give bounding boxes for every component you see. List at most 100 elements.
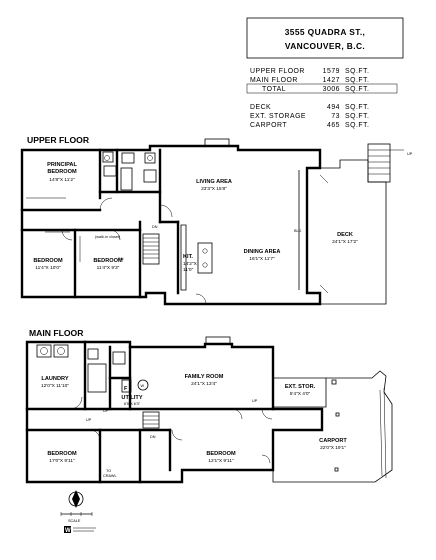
- upper-stairs: [142, 233, 160, 265]
- post: [335, 412, 340, 417]
- address-box: [246, 17, 404, 59]
- door-swing: [171, 429, 183, 441]
- walk-in-closet-mark: (walk-in closet): [95, 235, 121, 239]
- area-label-ext-storage: EXT. STORAGE: [250, 113, 306, 120]
- door-swing: [69, 396, 83, 410]
- to-crawl-mark: TO: [106, 469, 111, 473]
- door-swing: [195, 293, 207, 305]
- room-dims: 11'4"X 9'3": [97, 265, 120, 271]
- area-unit-upper: SQ.FT.: [345, 68, 369, 75]
- water-heater: [137, 379, 149, 391]
- sink: [103, 165, 117, 177]
- door-swing: [99, 197, 113, 211]
- main-chimney: [205, 336, 231, 345]
- room-dims: 24'1"X 13'4": [191, 381, 217, 387]
- address-block: 3555 QUADRA ST., VANCOUVER, B.C.: [246, 17, 404, 59]
- toilet-bowl: [104, 155, 110, 161]
- address-line-1: 3555 QUADRA ST.,: [285, 27, 366, 37]
- room-name: LIVING AREA: [196, 179, 232, 185]
- up-mark: UP: [103, 409, 109, 413]
- room-dims: 12'0"X 11'10": [41, 383, 69, 389]
- room-name: DINING AREA: [244, 249, 281, 255]
- area-value-carport: 465: [327, 122, 340, 129]
- area-unit-main: SQ.FT.: [345, 77, 369, 84]
- door-swing: [61, 229, 73, 241]
- washer-drum: [40, 347, 48, 355]
- room-dims: 14'2"X: [183, 261, 198, 267]
- area-value-total: 3006: [323, 86, 340, 93]
- bathtub: [120, 167, 133, 191]
- deck-stairs: [367, 143, 404, 183]
- area-label-deck: DECK: [250, 104, 271, 111]
- up-mark: UP: [252, 399, 258, 403]
- area-label-total: TOTAL: [262, 86, 286, 93]
- room-name: LAUNDRY: [41, 376, 68, 382]
- dryer: [53, 344, 69, 358]
- post: [334, 467, 339, 472]
- kitchen-counter: [180, 224, 187, 291]
- door-swing: [261, 408, 273, 420]
- area-value-deck: 494: [327, 104, 340, 111]
- room-dims: 5'4"X 4'0": [290, 391, 311, 397]
- ext-storage-outline: [273, 377, 327, 408]
- kitchen-island: [197, 242, 213, 274]
- room-dims: 17'0"X 9'11": [49, 458, 75, 464]
- upper-floor-plan: PRINCIPAL BEDROOM 14'8"X 11'2" LIVING AR…: [20, 138, 413, 306]
- north-arrow-icon: [72, 490, 80, 508]
- room-dims: 11'0": [183, 267, 194, 273]
- room-dims: 22'0"X 19'1": [320, 445, 346, 451]
- shower: [87, 363, 107, 393]
- door-swing: [159, 204, 173, 218]
- room-name: BEDROOM: [206, 451, 236, 457]
- toilet: [87, 348, 99, 360]
- upper-chimney: [204, 138, 230, 147]
- area-unit-carport: SQ.FT.: [345, 122, 369, 129]
- area-label-carport: CARPORT: [250, 122, 287, 129]
- scale-compass: SCALE W: [60, 490, 96, 534]
- water-heater-mark: W: [141, 384, 145, 388]
- main-floor-plan: F W LAUNDRY 12'0"X 11'10" FAMILY ROOM 24…: [25, 336, 393, 484]
- room-dims: 16'1"X 11'7": [249, 256, 275, 262]
- sink: [143, 169, 157, 183]
- cooktop-burner: [202, 262, 208, 268]
- room-name: EXT. STOR.: [285, 384, 316, 390]
- room-dims: 12'1"X 9'11": [208, 458, 234, 464]
- toilet: [144, 152, 156, 164]
- area-unit-total: SQ.FT.: [345, 86, 369, 93]
- sink: [112, 351, 126, 365]
- area-label-upper: UPPER FLOOR: [250, 68, 305, 75]
- room-dims: 24'1"X 17'2": [332, 239, 358, 245]
- room-name: BEDROOM: [33, 258, 63, 264]
- area-value-main: 1427: [323, 77, 340, 84]
- door-swing: [261, 454, 271, 464]
- address-line-2: VANCOUVER, B.C.: [285, 41, 365, 51]
- room-name: DECK: [337, 232, 353, 238]
- room-name: PRINCIPAL: [47, 162, 77, 168]
- post: [331, 379, 337, 385]
- stair-dn-mark: DN: [152, 225, 158, 229]
- furnace-mark: F: [124, 386, 128, 392]
- toilet: [102, 151, 114, 163]
- room-name: BEDROOM: [47, 169, 77, 175]
- scale-label: SCALE: [68, 519, 81, 523]
- room-name: BEDROOM: [47, 451, 77, 457]
- area-value-upper: 1579: [323, 68, 340, 75]
- door-swing: [109, 229, 121, 241]
- room-dims: 6'5"X 6'3": [124, 402, 141, 406]
- logo-mark: W: [65, 528, 71, 534]
- up-mark: UP: [86, 418, 92, 422]
- furnace-box: [121, 379, 132, 393]
- deck-post: [319, 174, 329, 294]
- room-name: FAMILY ROOM: [185, 374, 224, 380]
- area-table: UPPER FLOOR 1579 SQ.FT. MAIN FLOOR 1427 …: [246, 68, 398, 129]
- room-name: CARPORT: [319, 438, 347, 444]
- area-label-main: MAIN FLOOR: [250, 77, 298, 84]
- upper-dn-mark: DN: [118, 257, 124, 261]
- area-unit-deck: SQ.FT.: [345, 104, 369, 111]
- room-dims: 14'8"X 11'2": [49, 177, 75, 183]
- bld-mark: BLD: [294, 229, 302, 233]
- area-value-ext-storage: 73: [331, 113, 340, 120]
- cooktop-burner: [202, 248, 208, 254]
- room-name: BEDROOM: [93, 258, 123, 264]
